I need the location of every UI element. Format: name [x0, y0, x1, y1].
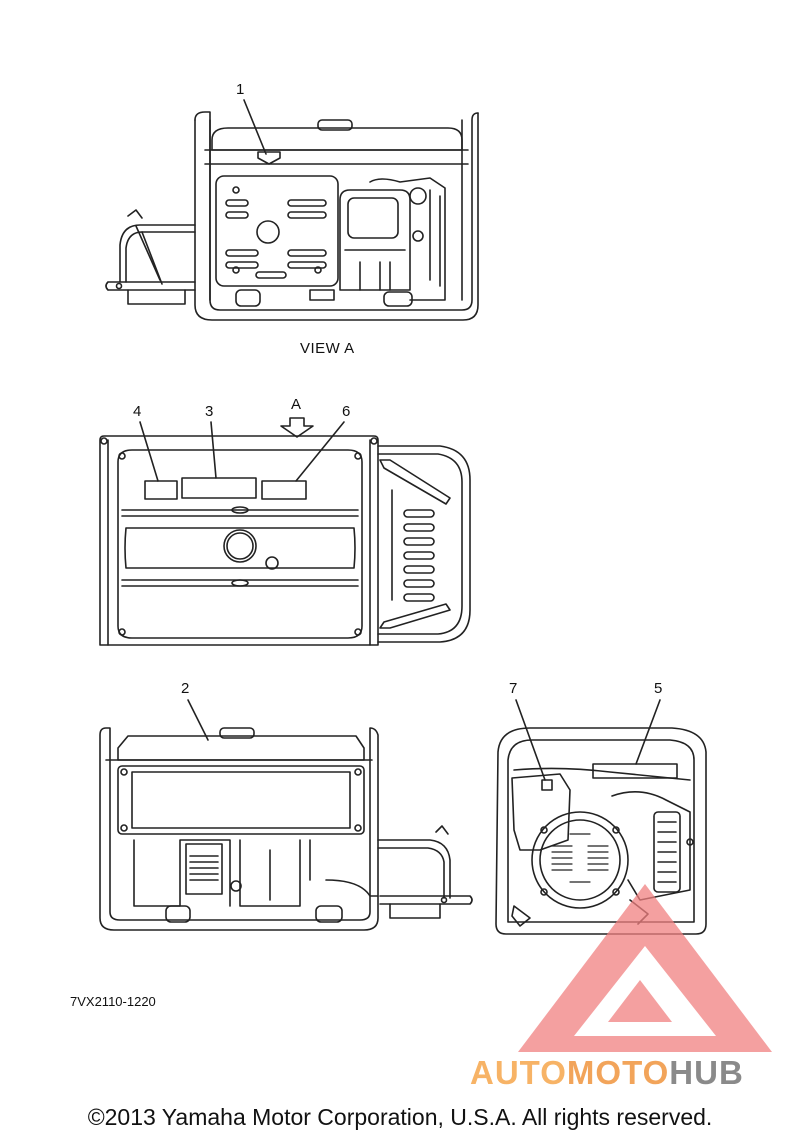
leader-2 [187, 699, 209, 741]
watermark-text: AUTOMOTOHUB [470, 1054, 744, 1092]
label-3-rect [181, 477, 257, 499]
rear-view-drawing [495, 699, 707, 935]
callout-5: 5 [654, 680, 663, 697]
leader-5 [635, 699, 661, 765]
view-a-arrow-icon [280, 417, 314, 438]
leader-3 [210, 421, 217, 479]
automotohub-logo [518, 884, 772, 1052]
callout-3: 3 [205, 403, 214, 420]
callout-6: 6 [342, 403, 351, 420]
front-view-drawing [99, 699, 473, 931]
callout-7: 7 [509, 680, 518, 697]
leader-1 [243, 99, 267, 155]
label-6-rect [261, 480, 307, 500]
view-a-arrow-label: A [291, 396, 302, 413]
leader-4 [139, 421, 159, 482]
callout-2: 2 [181, 680, 190, 697]
leader-6 [295, 421, 345, 482]
copyright-notice: ©2013 Yamaha Motor Corporation, U.S.A. A… [87, 1104, 713, 1130]
view-a-drawing [105, 99, 479, 321]
watermark-hub: HUB [669, 1054, 744, 1091]
view-a-caption: VIEW A [300, 340, 355, 357]
top-view-drawing [99, 417, 471, 646]
part-code: 7VX2110-1220 [70, 994, 156, 1009]
watermark-auto: AUTO [470, 1054, 567, 1091]
watermark-moto: MOTO [566, 1054, 670, 1091]
label-1-marker [257, 151, 281, 165]
callout-1: 1 [236, 81, 245, 98]
callout-4: 4 [133, 403, 142, 420]
leader-7 [515, 699, 546, 781]
label-7-rect [541, 779, 553, 791]
label-4-rect [144, 480, 178, 500]
